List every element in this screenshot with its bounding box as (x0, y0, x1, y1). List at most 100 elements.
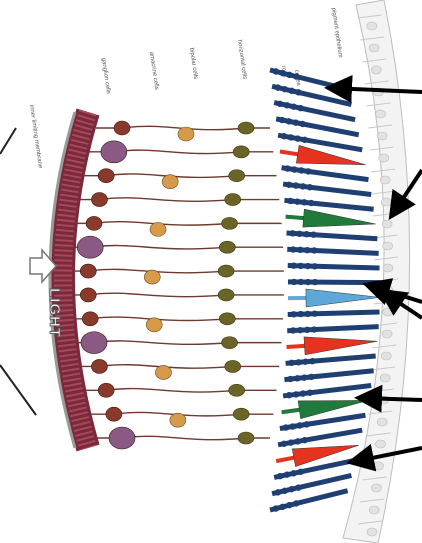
layer-label: inner limiting membrane (28, 104, 43, 169)
bipolar-cell (229, 384, 245, 396)
pointer-arrow (330, 88, 422, 92)
epithelium-cell (380, 176, 390, 184)
amacrine-cell (155, 365, 171, 379)
epithelium-cell (381, 198, 391, 206)
pointer-arrow (360, 398, 422, 400)
cone-cell (306, 288, 380, 307)
ganglion-cell (80, 288, 96, 302)
layer-label: pigment epithelium (330, 7, 343, 58)
epithelium-cell (383, 308, 393, 316)
neuron-layer (77, 121, 254, 449)
rod-segment (312, 279, 318, 285)
ganglion-cell (80, 264, 96, 278)
photoreceptor (287, 246, 379, 257)
ganglion-cell (98, 169, 114, 183)
photoreceptor (281, 165, 369, 183)
bipolar-cell (219, 313, 235, 325)
epithelium-cell (371, 484, 381, 492)
photoreceptor (284, 368, 374, 383)
photoreceptor (286, 230, 377, 242)
epithelium-cell (373, 462, 383, 470)
epithelium-cell (382, 220, 392, 228)
bipolar-cell (222, 337, 238, 349)
epithelium-cell (367, 22, 377, 30)
amacrine-cell (170, 413, 186, 427)
rod-segment (298, 279, 304, 285)
photoreceptor (285, 353, 376, 367)
bipolar-cell (238, 432, 254, 444)
epithelium-cell (377, 418, 387, 426)
amacrine-cell (178, 127, 194, 141)
layer-label: horizontal cells (236, 39, 247, 79)
layer-label: ganglion cells (100, 57, 111, 94)
cone-stalk (276, 457, 296, 461)
layer-label: amacrine cells (148, 51, 159, 90)
bipolar-cell (238, 122, 254, 134)
layer-label: bipolar cells (188, 47, 198, 79)
epithelium-cell (383, 264, 393, 272)
photoreceptor (285, 208, 377, 233)
rod-segment (291, 279, 297, 285)
epithelium-cell (367, 528, 377, 536)
cone-stalk (280, 151, 300, 154)
ganglion-cell (82, 312, 98, 326)
ganglion-cell (114, 121, 130, 135)
bipolar-cell (218, 289, 234, 301)
ganglion-cell (109, 427, 135, 449)
bipolar-cell (218, 265, 234, 277)
rod-segment (305, 279, 311, 285)
amacrine-cell (146, 318, 162, 332)
photoreceptor (284, 197, 374, 212)
photoreceptor (288, 309, 380, 318)
bipolar-cell (233, 146, 249, 158)
photoreceptor (288, 288, 380, 307)
epithelium-cell (381, 352, 391, 360)
cone-stalk (286, 217, 306, 219)
cone-stalk (282, 410, 302, 413)
bipolar-cell (233, 408, 249, 420)
ganglion-cell (86, 216, 102, 230)
left-edge-line-bottom (0, 365, 36, 415)
photoreceptor (286, 332, 378, 356)
photoreceptor (279, 412, 366, 432)
photoreceptor-layer (269, 67, 380, 513)
photoreceptor (278, 427, 363, 448)
photoreceptor (287, 323, 379, 334)
bipolar-cell (225, 360, 241, 372)
amacrine-cell (162, 175, 178, 189)
ganglion-cell (81, 332, 107, 354)
bipolar-cell (229, 170, 245, 182)
epithelium-cell (380, 374, 390, 382)
epithelium-cell (379, 154, 389, 162)
left-edge-line-top (0, 128, 16, 154)
cone-stalk (287, 346, 307, 347)
photoreceptor (283, 382, 372, 399)
ganglion-cell (106, 407, 122, 421)
neural-connections (62, 126, 284, 439)
ganglion-cell (101, 141, 127, 163)
epithelium-cell (383, 242, 393, 250)
ganglion-cell (91, 193, 107, 207)
epithelium-cell (375, 110, 385, 118)
epithelium-cell (369, 44, 379, 52)
epithelium-cell (382, 330, 392, 338)
ganglion-cell (98, 383, 114, 397)
ganglion-cell (77, 236, 103, 258)
light-label: LIGHT (46, 288, 63, 338)
bipolar-cell (219, 241, 235, 253)
photoreceptor (288, 262, 380, 271)
cone-cell (304, 332, 378, 355)
amacrine-cell (144, 270, 160, 284)
cone-cell (303, 209, 377, 233)
bipolar-cell (225, 194, 241, 206)
ganglion-cell (91, 359, 107, 373)
epithelium-cell (369, 506, 379, 514)
photoreceptor (283, 181, 372, 198)
bipolar-cell (222, 217, 238, 229)
epithelium-cell (377, 132, 387, 140)
amacrine-cell (150, 222, 166, 236)
epithelium-cell (375, 440, 385, 448)
epithelium-cell (371, 66, 381, 74)
photoreceptor (288, 279, 380, 286)
